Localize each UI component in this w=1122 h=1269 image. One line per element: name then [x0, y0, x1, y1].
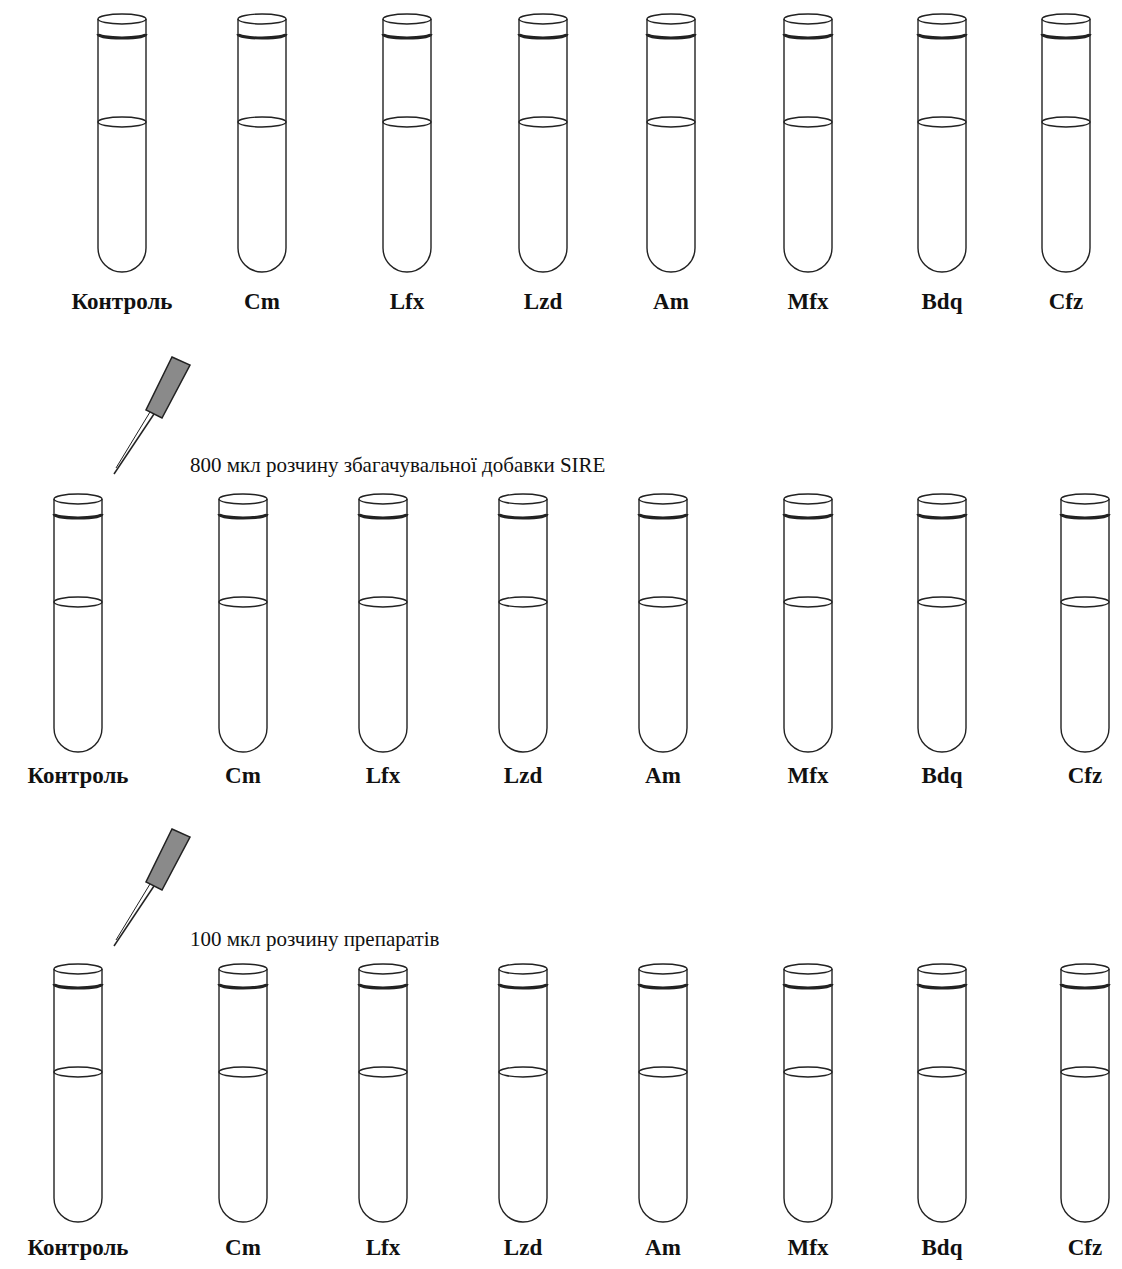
tube-label: Bdq: [922, 764, 963, 787]
pipette: [114, 829, 190, 946]
test-tube: [499, 494, 547, 752]
tube-label: Cfz: [1049, 290, 1083, 313]
pipette: [114, 357, 190, 474]
tube-label: Am: [645, 1236, 681, 1259]
test-tube: [219, 494, 267, 752]
tube-label: Am: [645, 764, 681, 787]
tube-label: Cfz: [1068, 764, 1102, 787]
tube-label: Lfx: [390, 290, 425, 313]
test-tube: [918, 494, 966, 752]
tube-label: Lzd: [504, 764, 542, 787]
tube-label: Lfx: [366, 1236, 401, 1259]
step-caption: 800 мкл розчину збагачувальної добавки S…: [190, 455, 605, 476]
tube-label: Mfx: [788, 290, 829, 313]
tube-label: Контроль: [28, 764, 129, 787]
tube-label: Контроль: [28, 1236, 129, 1259]
tube-label: Am: [653, 290, 689, 313]
test-tube: [98, 14, 146, 272]
test-tube: [918, 964, 966, 1222]
test-tube: [639, 964, 687, 1222]
test-tube: [784, 964, 832, 1222]
tube-label: Mfx: [788, 1236, 829, 1259]
test-tube: [238, 14, 286, 272]
tube-label: Cm: [225, 764, 261, 787]
test-tube: [219, 964, 267, 1222]
tube-label: Контроль: [72, 290, 173, 313]
tube-label: Lzd: [504, 1236, 542, 1259]
test-tube: [383, 14, 431, 272]
test-tube: [519, 14, 567, 272]
tube-label: Lzd: [524, 290, 562, 313]
tube-label: Cfz: [1068, 1236, 1102, 1259]
test-tube: [54, 964, 102, 1222]
tube-label: Lfx: [366, 764, 401, 787]
test-tube: [1061, 964, 1109, 1222]
test-tubes: [54, 14, 1109, 1222]
test-tube: [784, 494, 832, 752]
step-caption: 100 мкл розчину препаратів: [190, 929, 439, 950]
tube-label: Bdq: [922, 1236, 963, 1259]
tube-label: Mfx: [788, 764, 829, 787]
test-tube: [1061, 494, 1109, 752]
test-tube: [1042, 14, 1090, 272]
test-tube: [639, 494, 687, 752]
test-tube: [54, 494, 102, 752]
tube-label: Cm: [225, 1236, 261, 1259]
test-tube: [918, 14, 966, 272]
test-tube: [359, 964, 407, 1222]
tube-label: Bdq: [922, 290, 963, 313]
test-tube: [784, 14, 832, 272]
tube-label: Cm: [244, 290, 280, 313]
test-tube: [499, 964, 547, 1222]
test-tube: [359, 494, 407, 752]
test-tube: [647, 14, 695, 272]
